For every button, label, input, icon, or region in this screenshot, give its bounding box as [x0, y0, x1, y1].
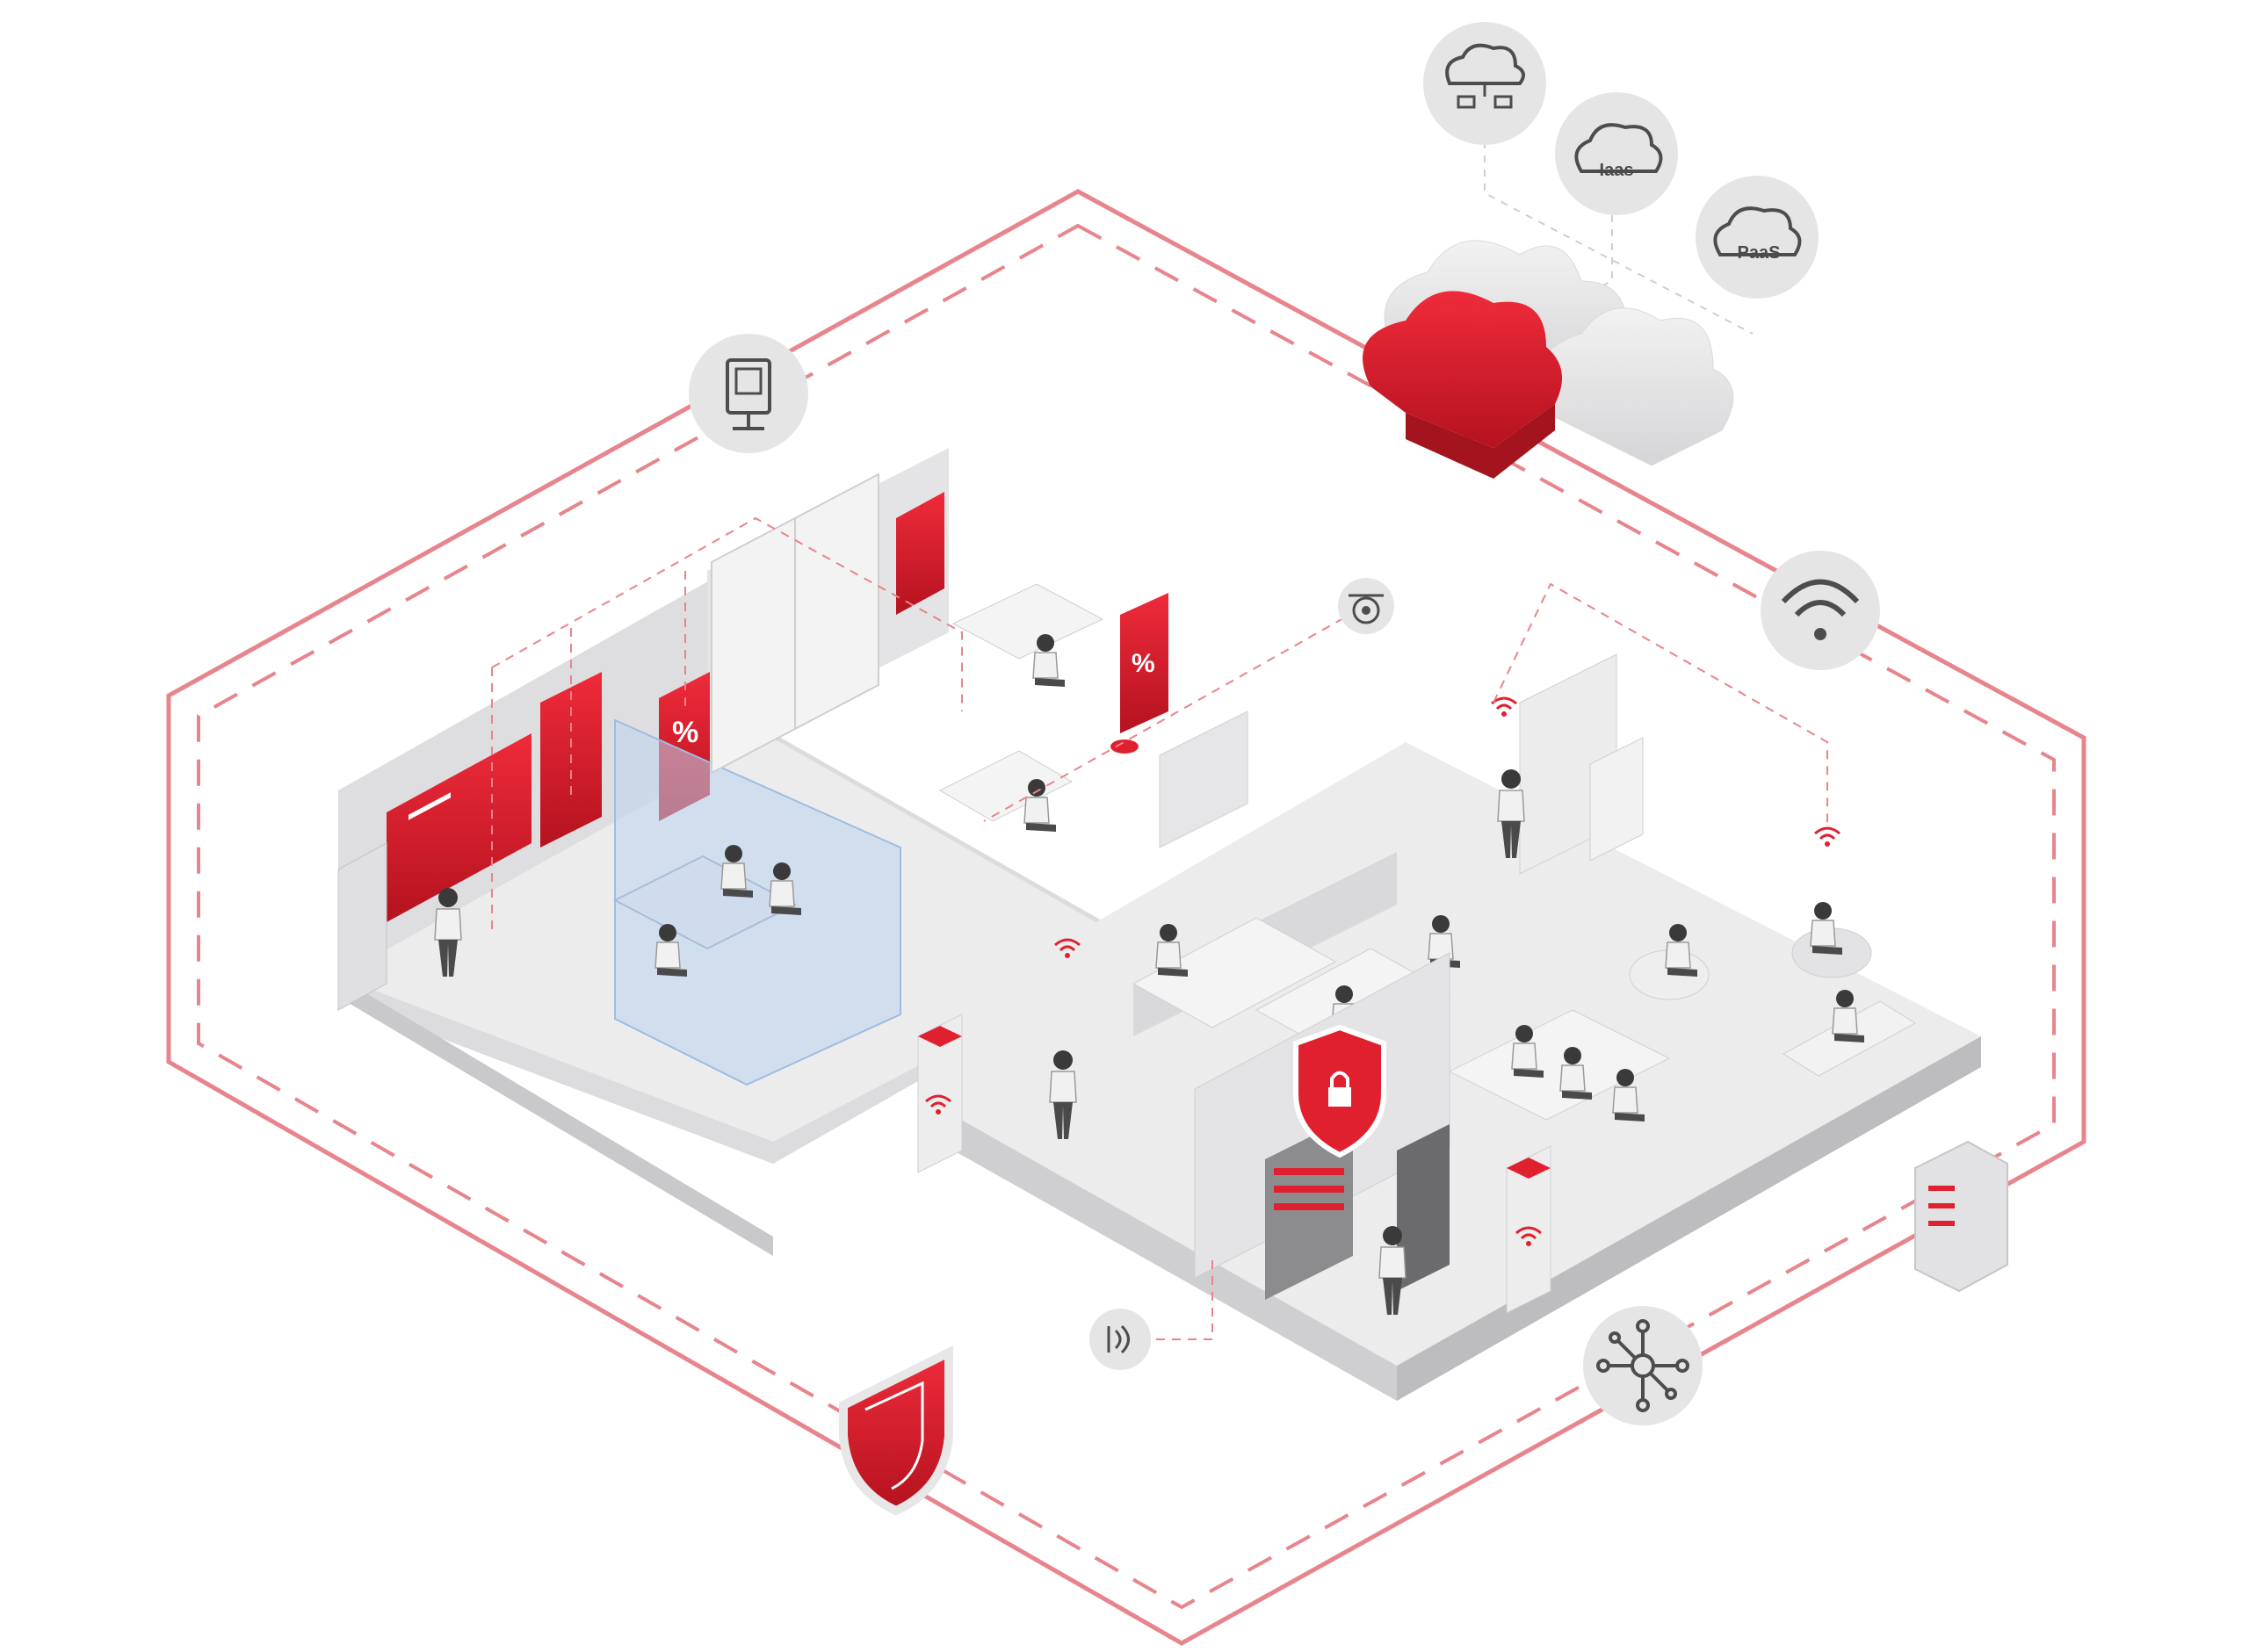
wifi-badge [1761, 551, 1880, 670]
wifi-icon [1781, 579, 1860, 640]
reception-desk [938, 750, 1074, 822]
paas-label: PaaS [1738, 243, 1781, 263]
water-cooler [1589, 737, 1644, 862]
svg-text:%: % [672, 716, 698, 749]
hybrid-cloud-icon [1363, 240, 1734, 479]
cloud-network-icon [1445, 43, 1525, 85]
camera-badge [1338, 578, 1394, 634]
kiosk-badge [689, 334, 808, 453]
wifi-access-points [917, 1014, 1551, 1314]
network-perimeter [166, 189, 2086, 1646]
office-floor [338, 448, 1981, 1401]
right-zone [1448, 653, 1916, 1122]
server-rack-icon [1914, 1140, 2008, 1293]
server-room [1194, 952, 1450, 1316]
cloud-links [1484, 127, 1754, 335]
sofa [951, 583, 1104, 660]
file-cabinets [1159, 711, 1248, 848]
meeting-table [612, 855, 798, 950]
security-camera-icon [1352, 596, 1380, 624]
cloud-network-badge [1423, 22, 1546, 145]
wifi-signal-2 [1490, 696, 1518, 718]
cloud-iaas-badge: Iaas [1555, 92, 1678, 215]
network-hub-icon [1596, 1319, 1689, 1412]
wifi-signal-3 [1813, 826, 1841, 848]
display-board [387, 733, 532, 922]
red-stool [1110, 739, 1139, 754]
waiting-person [1032, 633, 1066, 688]
server-badge [1914, 1140, 2008, 1293]
server-rack-2 [1397, 1124, 1450, 1291]
desk-row-1 [1132, 917, 1337, 1028]
promo-stand [1120, 593, 1168, 733]
cloud-iaas-icon [1574, 123, 1663, 173]
network-hub-badge [1583, 1306, 1703, 1425]
iaas-label: Iaas [1600, 161, 1634, 180]
svg-text:%: % [1132, 649, 1155, 678]
nfc-payment-icon [1107, 1324, 1130, 1354]
nfc-badge [1089, 1309, 1151, 1370]
wall-poster [896, 492, 944, 615]
cloud-paas-badge: PaaS [1696, 176, 1819, 299]
reception-area: % [938, 583, 1248, 848]
meeting-room: % [337, 473, 944, 1086]
connectors [491, 516, 1828, 1340]
cloud-paas-icon [1713, 206, 1802, 256]
security-shield-badge [839, 1345, 953, 1516]
